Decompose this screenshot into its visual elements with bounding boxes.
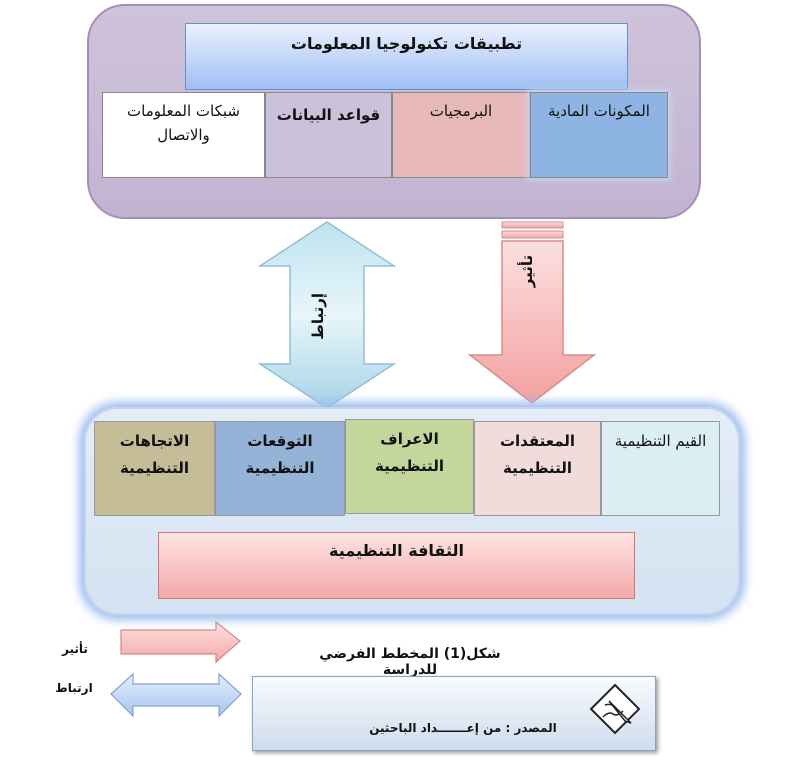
source-box: المصدر : من إعـــــــداد الباحثين (252, 676, 656, 751)
culture-norms-label: الاعراف التنظيمية (374, 430, 445, 475)
component-software-label: البرمجيات (429, 102, 493, 120)
legend-effect-label: تأثير (62, 642, 88, 656)
component-software: البرمجيات (392, 92, 530, 178)
pen-writing-icon (589, 683, 641, 735)
culture-norms: الاعراف التنظيمية (345, 419, 474, 514)
component-networks: شبكات المعلومات والاتصال (102, 92, 265, 178)
effect-arrow-stripe-2 (501, 230, 564, 239)
organizational-culture-box: الثقافة التنظيمية (158, 532, 635, 599)
component-databases: قواعد البيانات (265, 92, 392, 178)
culture-attitudes: الاتجاهات التنظيمية (94, 421, 215, 516)
component-databases-label: قواعد البيانات (276, 106, 381, 124)
legend-link-arrow (110, 672, 242, 718)
source-text: المصدر : من إعـــــــداد الباحثين (369, 721, 557, 735)
component-hardware-label: المكونات المادية (548, 102, 650, 120)
link-arrow-label: إرتباط (309, 293, 345, 340)
organizational-culture-label: الثقافة التنظيمية (329, 541, 464, 560)
culture-expectations-label: التوقعات التنظيمية (245, 432, 315, 477)
culture-values-label: القيم التنظيمية (614, 432, 707, 450)
culture-attitudes-label: الاتجاهات التنظيمية (119, 432, 190, 477)
link-arrow-label-text: إرتباط (309, 293, 327, 340)
effect-down-arrow (467, 240, 597, 404)
component-hardware: المكونات المادية (530, 92, 668, 178)
culture-beliefs-label: المعتقدات التنظيمية (499, 432, 576, 477)
component-networks-label: شبكات المعلومات والاتصال (127, 102, 240, 144)
it-applications-title-box: تطبيقات تكنولوجيا المعلومات (185, 23, 628, 90)
culture-values: القيم التنظيمية (601, 421, 720, 516)
it-applications-title: تطبيقات تكنولوجيا المعلومات (290, 34, 523, 53)
figure-caption: شكل(1) المخطط الفرضي للدراسة (319, 646, 501, 678)
culture-beliefs: المعتقدات التنظيمية (474, 421, 601, 516)
effect-arrow-label-text: تأثير (518, 254, 536, 288)
effect-arrow-stripe-1 (501, 221, 564, 229)
legend-effect-arrow (120, 620, 241, 664)
effect-arrow-label: تأثير (518, 250, 548, 292)
legend-link-label: ارتباط (55, 681, 93, 695)
culture-expectations: التوقعات التنظيمية (215, 421, 345, 516)
